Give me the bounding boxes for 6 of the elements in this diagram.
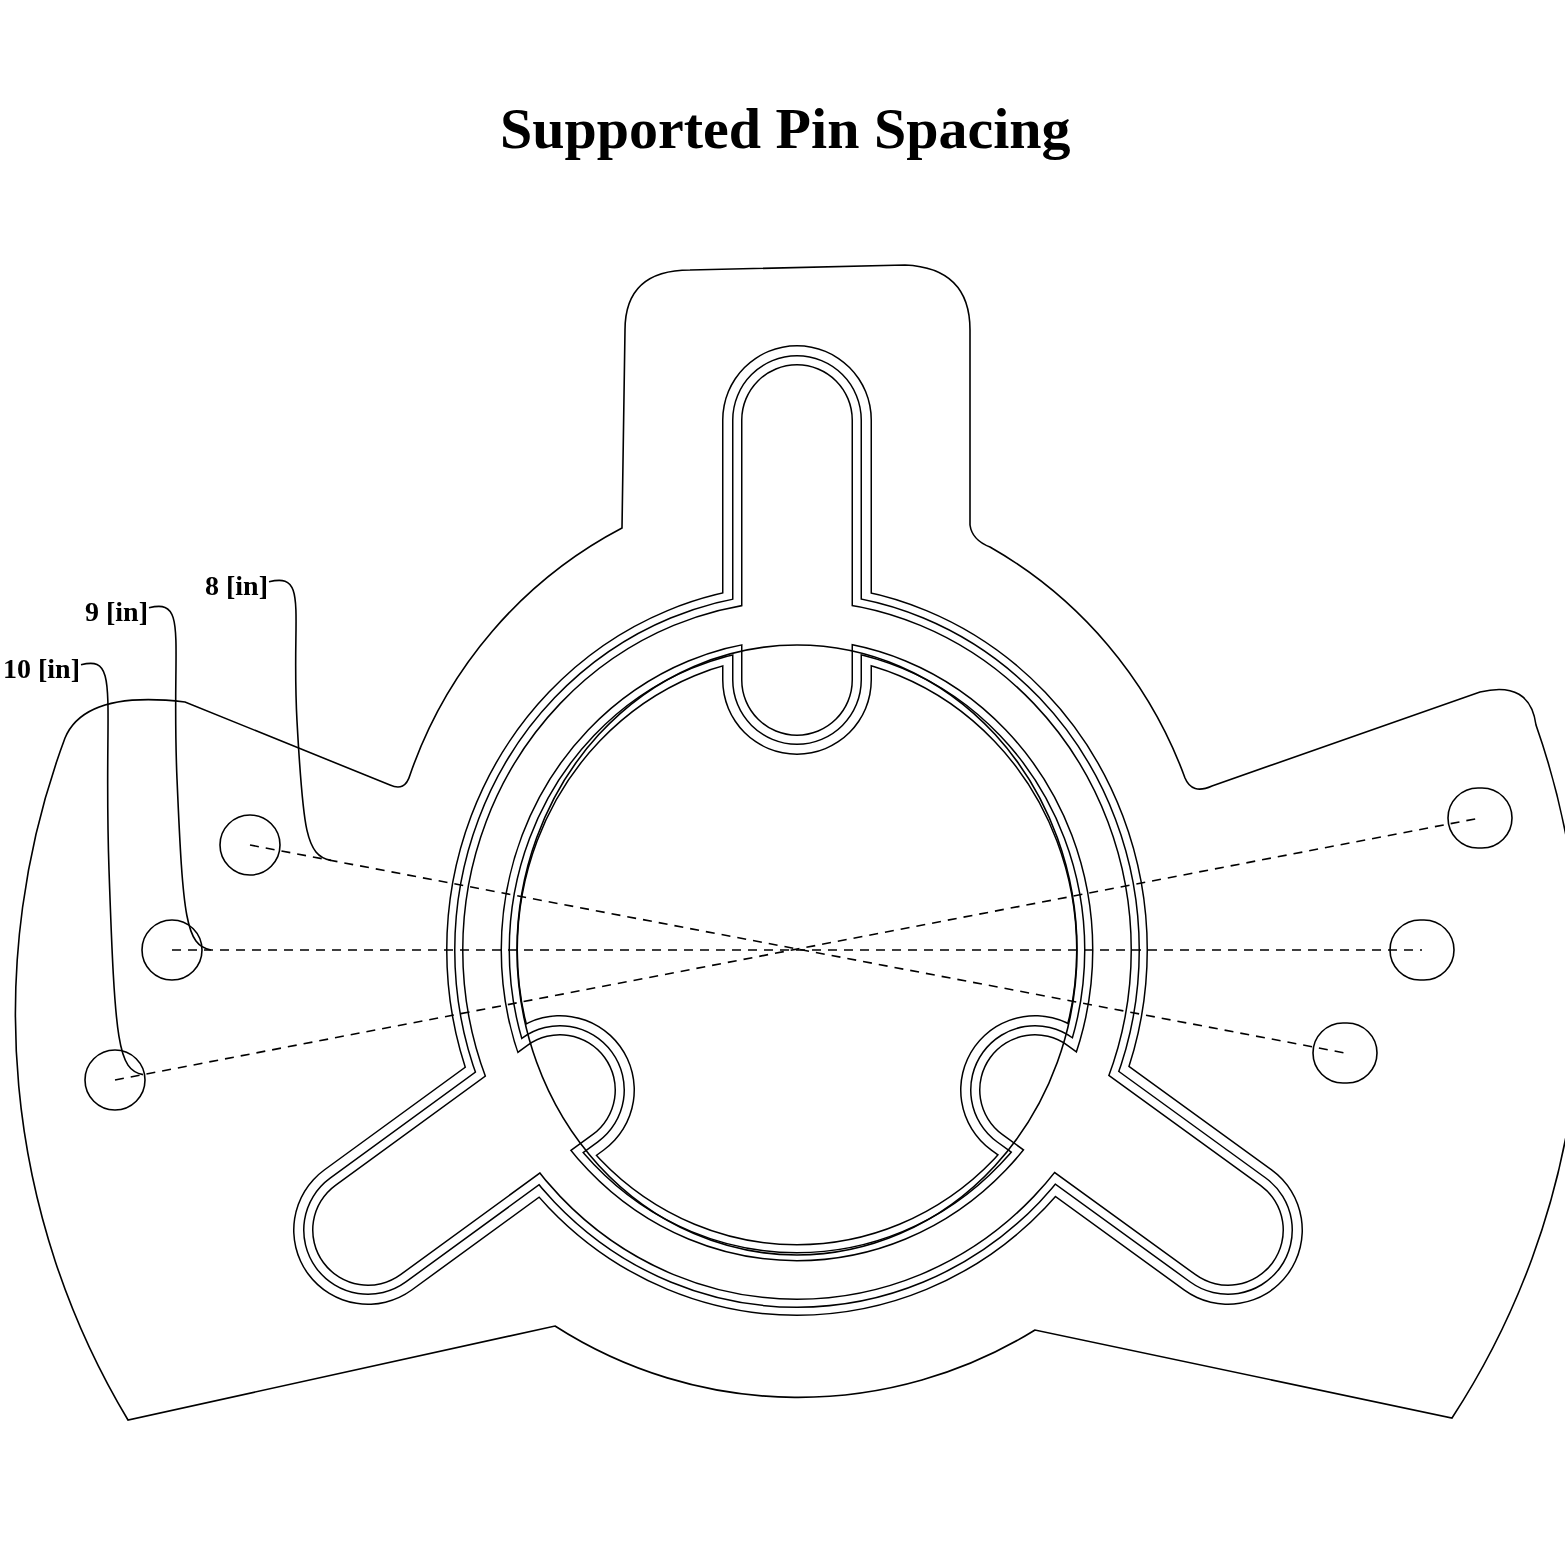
- dimension-label: 10 [in]: [3, 655, 80, 683]
- leader-line: [80, 662, 144, 1076]
- diagram-title: Supported Pin Spacing: [500, 100, 1071, 158]
- leader-line: [268, 579, 332, 862]
- dimension-label: 9 [in]: [85, 598, 148, 626]
- dimension-label: 8 [in]: [205, 572, 268, 600]
